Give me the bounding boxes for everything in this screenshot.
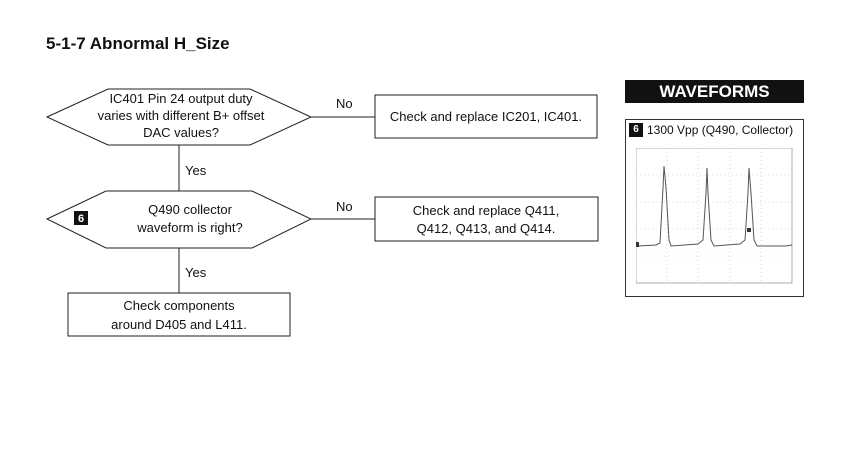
edge-label-yes1: Yes <box>185 163 207 178</box>
edge-label-yes2: Yes <box>185 265 207 280</box>
decision2-line1: Q490 collector <box>148 202 232 217</box>
action3-line2: around D405 and L411. <box>111 317 247 332</box>
decision1-line3: DAC values? <box>143 125 219 140</box>
ground-marker <box>636 242 639 247</box>
waveform-caption-row: 6 1300 Vpp (Q490, Collector) <box>629 123 793 137</box>
action-replace-ic201 <box>374 94 598 139</box>
action1-line1: Check and replace IC201, IC401. <box>390 109 582 124</box>
waveform-panel: 6 1300 Vpp (Q490, Collector) <box>625 119 804 297</box>
action3-line1: Check components <box>123 298 235 313</box>
waveforms-header: WAVEFORMS <box>625 80 804 103</box>
decision-waveform-right <box>45 190 313 249</box>
oscilloscope-trace <box>636 148 793 284</box>
decision2-line2: waveform is right? <box>136 220 242 235</box>
scope-grid <box>636 148 792 283</box>
waveform-ref-badge <box>74 211 88 225</box>
action-check-d405 <box>67 292 291 337</box>
scope-frame <box>636 148 793 284</box>
action2-line2: Q412, Q413, and Q414. <box>417 221 556 236</box>
trigger-marker <box>747 228 751 232</box>
waveform-badge: 6 <box>629 123 643 137</box>
action2-line1: Check and replace Q411, <box>413 203 559 218</box>
page-title: 5-1-7 Abnormal H_Size <box>46 34 230 53</box>
scope-waveform <box>637 165 793 247</box>
waveform-caption: 1300 Vpp (Q490, Collector) <box>647 123 794 137</box>
edge-label-no1: No <box>336 96 353 111</box>
edge-label-no2: No <box>336 199 353 214</box>
decision-duty-varies <box>45 88 313 146</box>
action-replace-q411 <box>374 196 599 242</box>
decision2-badge-label: 6 <box>78 213 84 225</box>
decision1-line2: varies with different B+ offset <box>98 108 265 123</box>
decision1-line1: IC401 Pin 24 output duty <box>109 91 253 106</box>
